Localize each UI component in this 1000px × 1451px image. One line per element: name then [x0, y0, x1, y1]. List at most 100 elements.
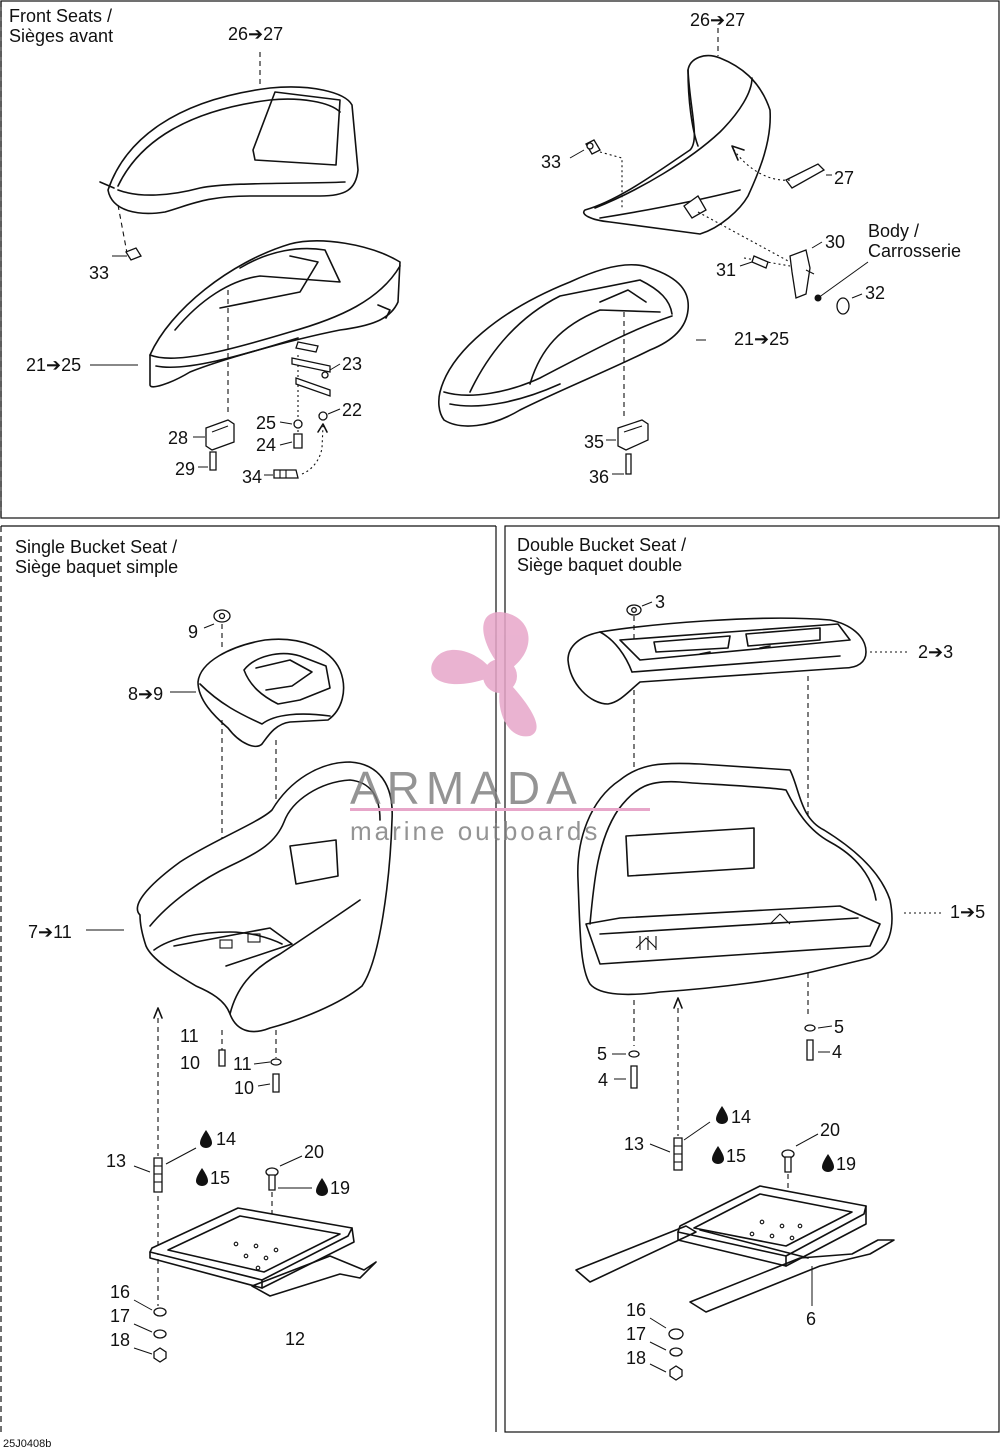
front-screw-36 [625, 453, 632, 475]
label-4-left: 4 [598, 1070, 608, 1090]
single-bolt-set-b [270, 1030, 282, 1093]
label-4-right: 4 [832, 1042, 842, 1062]
label-5-left: 5 [597, 1044, 607, 1064]
label-26-27-left: 26➔27 [228, 24, 283, 44]
label-26-27-right: 26➔27 [690, 10, 745, 30]
front-seats-title: Front Seats / Sièges avant [9, 6, 113, 46]
double-headrest [567, 617, 867, 705]
label-14: 14 [216, 1129, 236, 1149]
double-screw-20 [781, 1149, 795, 1173]
label-6: 6 [806, 1309, 816, 1329]
label-17: 17 [110, 1306, 130, 1326]
label-10-b: 10 [234, 1078, 254, 1098]
label-15: 15 [210, 1168, 230, 1188]
label-10-a: 10 [180, 1053, 200, 1073]
single-washers [153, 1307, 167, 1363]
label-16: 16 [110, 1282, 130, 1302]
label-7-11: 7➔11 [28, 922, 72, 942]
label-12: 12 [285, 1329, 305, 1349]
label-25: 25 [256, 413, 276, 433]
label-13-double: 13 [624, 1134, 644, 1154]
label-20: 20 [304, 1142, 324, 1162]
double-nut-3 [626, 604, 642, 616]
single-stud-13 [153, 1007, 163, 1306]
double-bolt-set-right [804, 1024, 816, 1061]
front-part-34 [273, 423, 328, 479]
single-drop-14 [200, 1130, 212, 1148]
label-22: 22 [342, 400, 362, 420]
front-left-backrest [99, 86, 359, 215]
label-36: 36 [589, 467, 609, 487]
single-nut-9 [213, 609, 231, 623]
label-27: 27 [834, 168, 854, 188]
svg-text:Siège baquet double: Siège baquet double [517, 555, 682, 575]
front-hardware-stack [291, 355, 331, 449]
front-bolt-33a [125, 247, 142, 261]
double-stud-13 [673, 997, 683, 1171]
label-13: 13 [106, 1151, 126, 1171]
label-9: 9 [188, 622, 198, 642]
label-18: 18 [110, 1330, 130, 1350]
front-seats-panel-border [0, 0, 1000, 519]
label-14-double: 14 [731, 1107, 751, 1127]
label-29: 29 [175, 459, 195, 479]
svg-text:Front Seats /: Front Seats / [9, 6, 112, 26]
front-strip-27 [731, 145, 826, 189]
double-drop-19 [822, 1154, 834, 1172]
label-3: 3 [655, 592, 665, 612]
svg-text:Carrosserie: Carrosserie [868, 241, 961, 261]
single-base-plate [149, 1207, 377, 1297]
label-31: 31 [716, 260, 736, 280]
svg-text:Body /: Body / [868, 221, 919, 241]
label-24: 24 [256, 435, 276, 455]
single-drop-15 [196, 1168, 208, 1186]
label-33-right: 33 [541, 152, 561, 172]
label-16-double: 16 [626, 1300, 646, 1320]
single-bucket-seat [136, 761, 393, 1033]
double-drop-14 [716, 1106, 728, 1124]
double-bucket-panel-border [504, 525, 1000, 1433]
label-5-right: 5 [834, 1017, 844, 1037]
reference-code: 25J0408b [3, 1438, 51, 1450]
label-19-double: 19 [836, 1154, 856, 1174]
front-right-cushion [438, 264, 690, 427]
label-28: 28 [168, 428, 188, 448]
body-callout: Body / Carrosserie [868, 221, 961, 261]
label-30: 30 [825, 232, 845, 252]
label-23: 23 [342, 354, 362, 374]
front-bolt-33b [585, 139, 601, 155]
double-drop-15 [712, 1146, 724, 1164]
label-32: 32 [865, 283, 885, 303]
label-20-double: 20 [820, 1120, 840, 1140]
double-bench-seat [577, 762, 893, 996]
label-35: 35 [584, 432, 604, 452]
label-21-25-left: 21➔25 [26, 355, 81, 375]
svg-text:ARMADA: ARMADA [350, 762, 583, 814]
label-11-a: 11 [180, 1026, 199, 1046]
double-washers [668, 1328, 684, 1381]
propeller-logo-icon [431, 612, 537, 737]
label-15-double: 15 [726, 1146, 746, 1166]
front-right-backrest [583, 54, 771, 235]
single-bolt-set-a [218, 1030, 226, 1067]
label-19: 19 [330, 1178, 350, 1198]
double-bucket-title: Double Bucket Seat / Siège baquet double [517, 535, 686, 575]
front-left-cushion [149, 240, 401, 415]
label-21-25-right: 21➔25 [734, 329, 789, 349]
double-bolt-set-left [628, 1000, 640, 1089]
label-18-double: 18 [626, 1348, 646, 1368]
label-34: 34 [242, 467, 262, 487]
single-bucket-title: Single Bucket Seat / Siège baquet simple [15, 537, 178, 577]
svg-text:Single Bucket Seat /: Single Bucket Seat / [15, 537, 177, 557]
label-8-9: 8➔9 [128, 684, 163, 704]
label-17-double: 17 [626, 1324, 646, 1344]
front-body-hardware [697, 211, 869, 315]
svg-text:marine outboards: marine outboards [350, 816, 600, 846]
label-1-5: 1➔5 [950, 902, 985, 922]
double-base-frame [575, 1185, 895, 1313]
front-bracket-35 [617, 419, 649, 451]
armada-watermark: ARMADA marine outboards [350, 612, 650, 846]
single-screw-20 [265, 1167, 279, 1191]
single-drop-19 [316, 1178, 328, 1196]
